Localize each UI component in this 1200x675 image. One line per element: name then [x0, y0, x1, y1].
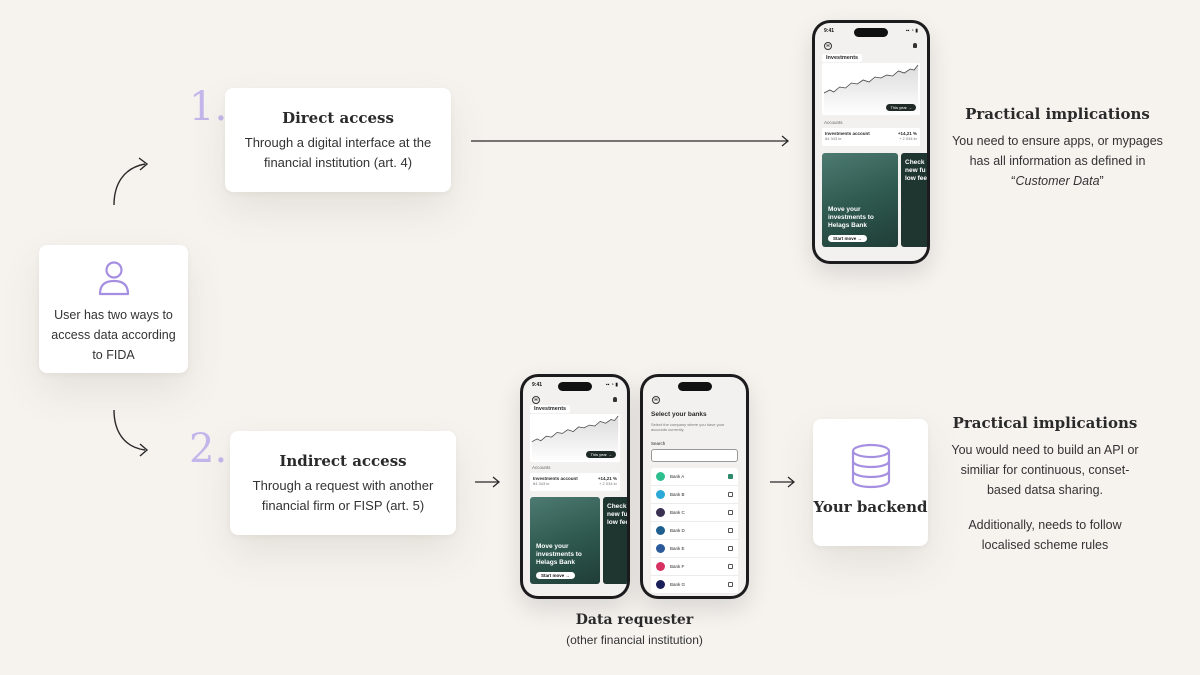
phone-screen: 9:41▪▪ ◔ ▮ H Investments This year → Acc…	[815, 23, 927, 261]
bank-checkbox[interactable]	[728, 474, 733, 479]
bank-list-item[interactable]: Bank F	[651, 558, 738, 576]
bank-logo-icon	[656, 472, 665, 481]
step-number-1: 1.	[189, 84, 228, 130]
search-input[interactable]	[651, 449, 738, 462]
indirect-access-card: Indirect access Through a request with a…	[230, 431, 456, 535]
phone-screen: 9:41▪▪ ◔ ▮ H Investments This year → Acc…	[523, 377, 627, 596]
backend-label: Your backend	[813, 498, 928, 516]
direct-access-body: Through a digital interface at the finan…	[244, 135, 432, 170]
accounts-label: Accounts	[532, 465, 551, 470]
direct-access-title: Direct access	[282, 109, 394, 127]
implications-top-text: You need to ensure apps, or mypages has …	[952, 134, 1163, 188]
implications-bottom-p1: You would need to build an API or simili…	[951, 443, 1139, 497]
phone-investments-bottom: 9:41▪▪ ◔ ▮ H Investments This year → Acc…	[520, 374, 630, 599]
investment-chart-line	[823, 64, 919, 115]
step-number-2: 2.	[189, 426, 228, 472]
investment-chart: This year →	[822, 63, 920, 115]
user-card-text: User has two ways to access data accordi…	[51, 308, 176, 362]
implications-bottom: Practical implications You would need to…	[945, 414, 1145, 555]
promo-card[interactable]: Move your investments to Helags Bank Sta…	[530, 497, 600, 584]
profile-icon[interactable]	[613, 397, 617, 402]
bank-list-item[interactable]: Bank E	[651, 540, 738, 558]
investments-tab[interactable]: Investments	[822, 54, 863, 62]
bank-name: Bank A	[670, 474, 685, 479]
phone-screen: H Select your banks Select the company w…	[643, 377, 746, 596]
bank-logo-icon	[656, 580, 665, 589]
start-move-button[interactable]: Start move →	[828, 235, 868, 242]
bank-list-item[interactable]: Bank B	[651, 486, 738, 504]
bank-logo-icon[interactable]: H	[652, 396, 660, 404]
bank-name: Bank G	[670, 582, 686, 587]
user-icon	[98, 261, 129, 296]
bank-logo-icon	[656, 508, 665, 517]
investment-chart-line	[531, 415, 619, 462]
bank-name: Bank C	[670, 510, 685, 515]
bank-logo-icon	[656, 544, 665, 553]
implications-top-heading: Practical implications	[965, 105, 1150, 123]
phone-investments-top: 9:41▪▪ ◔ ▮ H Investments This year → Acc…	[812, 20, 930, 264]
data-requester-title: Data requester	[575, 612, 694, 628]
dynamic-island	[677, 382, 712, 391]
bank-name: Bank E	[670, 546, 685, 551]
bank-list-item[interactable]: Bank D	[651, 522, 738, 540]
bank-logo-icon	[656, 562, 665, 571]
promo-card-2[interactable]: Check new fu low fee	[603, 497, 627, 584]
dynamic-island	[854, 28, 888, 37]
start-move-button[interactable]: Start move →	[536, 572, 576, 579]
bank-checkbox[interactable]	[728, 582, 733, 587]
database-icon	[851, 443, 890, 489]
user-card: User has two ways to access data accordi…	[39, 245, 188, 373]
bank-list-item[interactable]: Bank G	[651, 576, 738, 594]
status-bar: 9:41▪▪ ◔ ▮	[824, 28, 918, 34]
bank-logo-icon	[656, 490, 665, 499]
bank-logo-icon[interactable]: H	[532, 396, 540, 404]
arrow-requester-to-backend	[770, 476, 796, 488]
bank-list-item[interactable]: Bank C	[651, 504, 738, 522]
indirect-access-title: Indirect access	[279, 452, 407, 470]
investment-chart: This year →	[530, 414, 620, 462]
curved-arrow-down	[113, 409, 149, 457]
bank-checkbox[interactable]	[728, 492, 733, 497]
bank-list-item[interactable]: Bank A	[651, 468, 738, 486]
bank-name: Bank F	[670, 564, 685, 569]
bank-checkbox[interactable]	[728, 564, 733, 569]
bank-checkbox[interactable]	[728, 546, 733, 551]
search-label: Search	[651, 441, 666, 446]
data-requester-caption: Data requester (other financial institut…	[520, 612, 749, 647]
select-banks-subtitle: Select the company where you have your a…	[651, 422, 725, 432]
direct-access-card: Direct access Through a digital interfac…	[225, 88, 451, 192]
implications-bottom-p2: Additionally, needs to follow localised …	[968, 518, 1122, 552]
bank-checkbox[interactable]	[728, 510, 733, 515]
status-bar: 9:41▪▪ ◔ ▮	[532, 382, 618, 388]
year-filter-button[interactable]: This year →	[886, 104, 916, 111]
bank-name: Bank D	[670, 528, 685, 533]
year-filter-button[interactable]: This year →	[586, 451, 616, 458]
bank-list: Bank A Bank B Bank C Bank D Bank E Bank F Bank…	[651, 468, 738, 594]
bank-checkbox[interactable]	[728, 528, 733, 533]
indirect-access-body: Through a request with another financial…	[252, 478, 434, 513]
investments-tab[interactable]: Investments	[530, 405, 571, 413]
data-requester-subtitle: (other financial institution)	[566, 633, 703, 647]
curved-arrow-up	[113, 157, 149, 206]
implications-top: Practical implications You need to ensur…	[950, 105, 1165, 191]
dynamic-island	[558, 382, 592, 391]
backend-card: Your backend	[813, 419, 928, 546]
bank-name: Bank B	[670, 492, 685, 497]
bank-logo-icon	[656, 526, 665, 535]
accounts-label: Accounts	[824, 120, 843, 125]
promo-card[interactable]: Move your investments to Helags Bank Sta…	[822, 153, 898, 247]
select-banks-title: Select your banks	[651, 411, 707, 418]
arrow-indirect-to-requester	[475, 476, 501, 488]
promo-card-2[interactable]: Check new fu low fee	[901, 153, 927, 247]
arrow-direct-to-phone	[471, 135, 790, 147]
phone-bank-select: H Select your banks Select the company w…	[640, 374, 749, 599]
bank-logo-icon[interactable]: H	[824, 42, 832, 50]
profile-icon[interactable]	[913, 43, 917, 48]
implications-bottom-heading: Practical implications	[952, 414, 1138, 432]
